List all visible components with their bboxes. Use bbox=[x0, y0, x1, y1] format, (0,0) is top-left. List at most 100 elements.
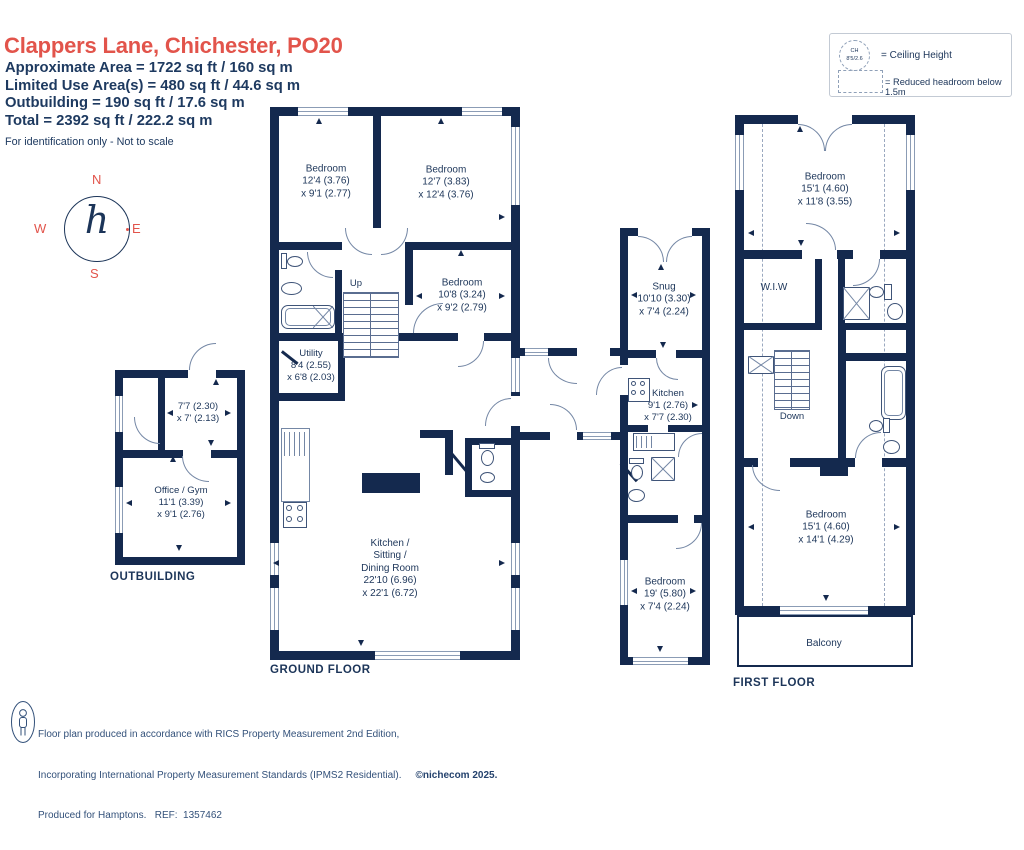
plan-decor: 15'1 (4.60) bbox=[802, 521, 850, 533]
wall bbox=[744, 250, 802, 259]
stair-rail bbox=[370, 292, 371, 358]
plan-decor: 11'1 (3.39) bbox=[158, 497, 204, 509]
door-swing-arc bbox=[345, 228, 372, 255]
cooker-burner-icon bbox=[297, 505, 303, 511]
wall bbox=[744, 458, 758, 467]
door-swing-arc bbox=[548, 358, 577, 384]
dimension-arrow-icon bbox=[225, 500, 231, 506]
plan-decor: Bedroom bbox=[804, 171, 846, 183]
wall bbox=[838, 323, 906, 330]
compass-south: S bbox=[90, 266, 99, 281]
toilet-icon bbox=[631, 465, 643, 480]
wall bbox=[211, 450, 237, 458]
compass-west: W bbox=[34, 221, 47, 236]
dimension-arrow-icon bbox=[658, 264, 664, 270]
wall bbox=[338, 341, 345, 401]
door-opening bbox=[511, 396, 520, 426]
toilet-icon bbox=[884, 284, 892, 300]
wall bbox=[465, 438, 472, 497]
compass-east-dot-icon bbox=[126, 228, 129, 231]
window bbox=[735, 135, 744, 190]
dimension-arrow-icon bbox=[499, 560, 505, 566]
plan-decor: x 7'7 (2.30) bbox=[644, 411, 692, 423]
door-swing-arc bbox=[656, 358, 678, 380]
window bbox=[620, 560, 628, 605]
wall bbox=[628, 350, 656, 358]
plan-decor: 10'8 (3.24) bbox=[438, 289, 486, 301]
wall bbox=[692, 228, 710, 236]
ceiling-height-icon: CH 8'5/2.6 bbox=[839, 40, 870, 71]
reduced-headroom-line bbox=[884, 124, 885, 606]
bath-cross-icon bbox=[313, 306, 333, 328]
bathtub-icon bbox=[884, 370, 903, 416]
footer-line3: Produced for Hamptons. REF: 1357462 bbox=[38, 810, 222, 821]
drainer-icon bbox=[284, 432, 307, 456]
compass-north: N bbox=[92, 172, 102, 187]
plan-decor: 9'1 (2.76) bbox=[647, 400, 689, 412]
plan-decor: x 7' (2.13) bbox=[176, 413, 220, 424]
drainer-lines-icon bbox=[636, 436, 652, 448]
wall bbox=[237, 370, 245, 565]
wall bbox=[335, 270, 342, 333]
toilet-icon bbox=[629, 458, 644, 464]
wall bbox=[846, 353, 906, 361]
wall bbox=[405, 250, 413, 305]
window bbox=[780, 606, 868, 615]
dimension-arrow-icon bbox=[690, 588, 696, 594]
floorplan-canvas: Clappers Lane, Chichester, PO20 Approxim… bbox=[4, 33, 1012, 821]
plan-decor: Kitchen bbox=[651, 388, 684, 400]
wall bbox=[880, 250, 906, 259]
wall bbox=[744, 323, 822, 330]
cooker-burner-icon bbox=[631, 381, 636, 386]
window bbox=[583, 432, 611, 440]
sink-icon bbox=[628, 489, 645, 502]
wall bbox=[465, 490, 511, 497]
wall bbox=[158, 378, 165, 450]
toilet-icon bbox=[281, 253, 287, 269]
dimension-arrow-icon bbox=[798, 240, 804, 246]
plan-decor bbox=[651, 457, 675, 481]
dimension-arrow-icon bbox=[273, 560, 279, 566]
door-swing-arc bbox=[752, 465, 780, 491]
page-title: Clappers Lane, Chichester, PO20 bbox=[4, 33, 343, 58]
dimension-arrow-icon bbox=[657, 646, 663, 652]
wall bbox=[279, 393, 345, 401]
plan-decor: x 22'1 (6.72) bbox=[362, 587, 418, 599]
plan-decor: 22'10 (6.96) bbox=[363, 575, 417, 587]
wall bbox=[398, 333, 458, 341]
door-swing-arc bbox=[182, 456, 209, 482]
ch-value: 8'5/2.6 bbox=[846, 55, 863, 62]
ground-floor-label: GROUND FLOOR bbox=[270, 664, 371, 676]
wall bbox=[115, 370, 123, 565]
toilet-icon bbox=[287, 256, 303, 267]
dimension-arrow-icon bbox=[176, 545, 182, 551]
cooker-burner-icon bbox=[640, 381, 645, 386]
door-swing-arc bbox=[825, 124, 852, 151]
window bbox=[633, 657, 688, 665]
dimension-arrow-icon bbox=[316, 118, 322, 124]
dimension-arrow-icon bbox=[170, 456, 176, 462]
wall bbox=[270, 107, 520, 116]
wall bbox=[279, 242, 342, 250]
door-swing-arc bbox=[596, 367, 622, 395]
plan-decor: Office / Gym bbox=[154, 485, 208, 497]
wall bbox=[520, 432, 550, 440]
dimension-arrow-icon bbox=[823, 595, 829, 601]
dimension-arrow-icon bbox=[748, 230, 754, 236]
plan-decor: 12'4 (3.76) bbox=[302, 175, 350, 187]
ch-abbr: CH bbox=[850, 48, 859, 54]
wall bbox=[694, 515, 702, 523]
shower-icon bbox=[843, 287, 870, 320]
dimension-arrow-icon bbox=[660, 342, 666, 348]
door-swing-arc bbox=[855, 432, 881, 458]
toilet-icon bbox=[479, 443, 495, 449]
wall bbox=[620, 228, 628, 365]
window bbox=[511, 127, 520, 205]
wall bbox=[735, 115, 798, 124]
wall bbox=[676, 350, 702, 358]
dimension-arrow-icon bbox=[438, 118, 444, 124]
door-swing-arc bbox=[676, 523, 702, 549]
